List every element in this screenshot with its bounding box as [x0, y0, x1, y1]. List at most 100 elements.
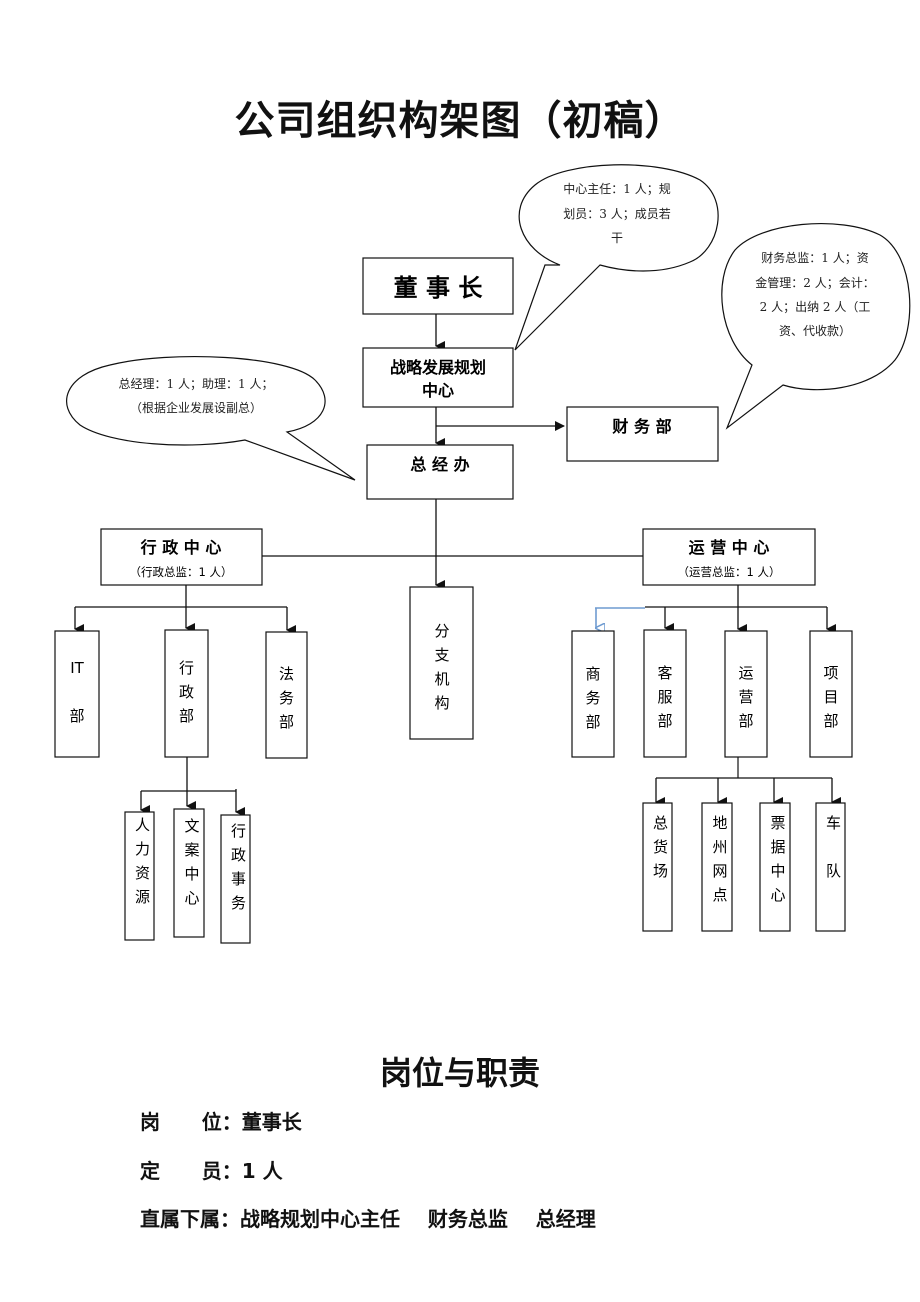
bubble-gm-line: 总经理：1 人；助理：1 人；	[119, 377, 274, 391]
box-affairs[interactable]	[220, 814, 251, 944]
strategy-center-label: 战略发展规划	[390, 358, 486, 377]
duty-value: 1 人	[241, 1159, 283, 1183]
operation-label-char: 营	[738, 688, 753, 706]
fleet-label-char: 车	[826, 814, 841, 832]
bubble-finance-line: 财务总监：1 人；资	[761, 250, 868, 265]
fleet-label-char: 队	[826, 862, 841, 880]
bubble-strategy: 中心主任：1 人；规 划员：3 人；成员若 干	[514, 164, 719, 351]
ticket-label-char: 中	[770, 862, 785, 880]
hr-label-char: 源	[135, 888, 150, 906]
freight-label-char: 场	[653, 862, 668, 880]
box-hr[interactable]	[124, 811, 155, 941]
finance-label: 财 务 部	[611, 417, 671, 436]
box-legal[interactable]	[265, 631, 308, 759]
duty-value: 董事长	[241, 1110, 302, 1134]
admin-label-char: 政	[179, 683, 194, 701]
branch-label-char: 分	[434, 622, 449, 640]
box-ticket[interactable]	[759, 802, 791, 932]
it-label-char: IT	[70, 659, 84, 677]
copy-label-char: 中	[184, 865, 199, 883]
legal-label-char: 法	[279, 665, 294, 683]
project-label-char: 部	[823, 712, 838, 730]
legal-label-char: 务	[279, 689, 294, 707]
box-branch[interactable]	[409, 586, 474, 740]
ticket-label-char: 票	[770, 814, 785, 832]
bubble-strategy-line: 划员：3 人；成员若	[563, 207, 670, 221]
ops-center-note: （运营总监：1 人）	[678, 565, 781, 579]
copy-label-char: 心	[184, 889, 199, 907]
business-label-char: 部	[585, 713, 600, 731]
local-label-char: 地	[712, 814, 727, 832]
bubble-strategy-line: 中心主任：1 人；规	[563, 181, 670, 196]
affairs-label-char: 政	[231, 846, 246, 864]
strategy-center-label: 中心	[422, 381, 454, 400]
hr-label-char: 资	[135, 864, 150, 882]
box-admin-center[interactable]	[100, 528, 263, 586]
duty-label: 直属下属：	[140, 1207, 240, 1231]
duty-row-headcount: 定 员：1 人	[140, 1155, 283, 1184]
hr-label-char: 人	[135, 816, 150, 834]
local-label-char: 州	[712, 838, 727, 856]
box-chairman[interactable]	[362, 257, 514, 315]
gm-office-label: 总 经 办	[410, 455, 469, 474]
duty-label: 岗 位：	[140, 1110, 242, 1134]
service-label-char: 服	[657, 688, 672, 706]
box-freight[interactable]	[642, 802, 673, 932]
duty-row-subordinates: 直属下属：战略规划中心主任 财务总监 总经理	[140, 1203, 596, 1232]
affairs-label-char: 行	[231, 822, 246, 840]
affairs-label-char: 事	[231, 870, 246, 888]
bubble-finance-line: 2 人；出纳 2 人（工	[760, 300, 871, 314]
ticket-label-char: 心	[770, 886, 785, 904]
admin-center-note: （行政总监：1 人）	[130, 565, 233, 579]
operation-label-char: 运	[738, 664, 753, 682]
business-label-char: 商	[585, 665, 600, 683]
box-admin[interactable]	[164, 629, 209, 758]
box-project[interactable]	[809, 630, 853, 758]
ticket-label-char: 据	[770, 838, 785, 856]
service-label-char: 部	[657, 712, 672, 730]
box-gm-office[interactable]	[366, 444, 514, 500]
box-strategy-center[interactable]	[362, 347, 514, 408]
duty-label: 定 员：	[140, 1159, 242, 1183]
project-label-char: 目	[823, 688, 838, 706]
bubble-finance-line: 金管理：2 人；会计：	[755, 275, 874, 290]
it-label-char: 部	[69, 707, 84, 725]
freight-label-char: 货	[653, 838, 668, 856]
box-business[interactable]	[571, 630, 615, 758]
page-title: 公司组织构架图（初稿）	[234, 98, 686, 144]
chairman-label: 董 事 长	[394, 274, 484, 302]
branch-label-char: 构	[434, 694, 449, 712]
box-copy[interactable]	[173, 808, 205, 938]
ops-center-label: 运 营 中 心	[689, 538, 770, 557]
hr-label-char: 力	[135, 840, 150, 858]
legal-label-char: 部	[279, 713, 294, 731]
box-operation[interactable]	[724, 630, 768, 758]
service-label-char: 客	[657, 664, 672, 682]
copy-label-char: 案	[184, 841, 199, 859]
copy-label-char: 文	[184, 817, 199, 835]
box-service[interactable]	[643, 629, 687, 758]
bubble-finance-line: 资、代收款）	[779, 324, 851, 338]
box-it[interactable]	[54, 630, 100, 758]
duty-row-position: 岗 位：董事长	[140, 1106, 302, 1135]
business-label-char: 务	[585, 689, 600, 707]
freight-label-char: 总	[653, 814, 668, 832]
branch-label-char: 机	[434, 670, 449, 688]
box-finance[interactable]	[566, 406, 719, 462]
box-local[interactable]	[701, 802, 733, 932]
bubble-finance: 财务总监：1 人；资 金管理：2 人；会计： 2 人；出纳 2 人（工 资、代收…	[721, 222, 911, 430]
admin-label-char: 部	[179, 707, 194, 725]
bubble-gm-line: （根据企业发展设副总）	[130, 400, 262, 415]
local-label-char: 点	[712, 886, 727, 904]
admin-label-char: 行	[179, 659, 194, 677]
section-title: 岗位与职责	[379, 1054, 540, 1092]
duty-value: 战略规划中心主任 财务总监 总经理	[240, 1207, 596, 1231]
box-ops-center[interactable]	[642, 528, 816, 586]
branch-label-char: 支	[434, 646, 449, 664]
bubble-strategy-line: 干	[611, 231, 623, 245]
box-fleet[interactable]	[815, 802, 846, 932]
operation-label-char: 部	[738, 712, 753, 730]
admin-center-label: 行 政 中 心	[140, 538, 222, 557]
org-chart: 中心主任：1 人；规 划员：3 人；成员若 干 财务总监：1 人；资 金管理：2…	[54, 164, 911, 944]
